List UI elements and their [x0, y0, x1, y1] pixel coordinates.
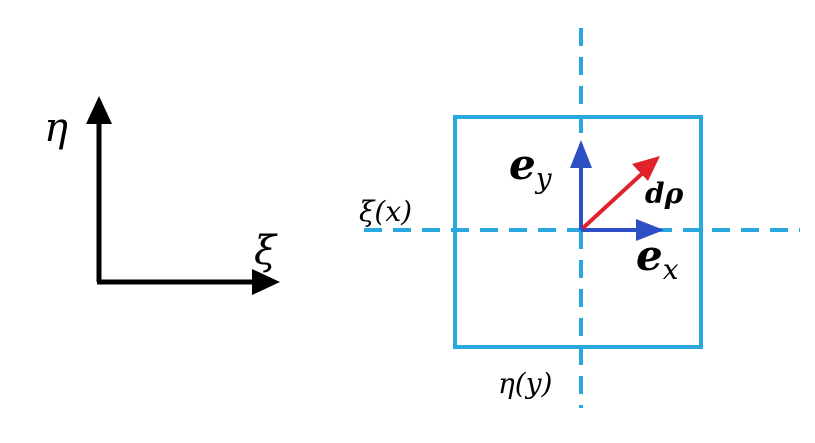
unit-vectors — [570, 140, 664, 241]
xi-axis-label: ξ — [254, 228, 278, 274]
eta-axis-label: η — [44, 105, 68, 151]
drho-vector — [581, 156, 660, 230]
reference-axes: η ξ — [44, 96, 280, 295]
ex-vector-arrowhead — [636, 219, 664, 241]
vector-labels: ey ex dρ — [509, 140, 684, 286]
ex-label-sub: x — [663, 253, 679, 286]
ey-label-main: e — [509, 140, 536, 189]
ey-vector-arrowhead — [570, 140, 592, 168]
drho-label: dρ — [645, 177, 684, 210]
ey-label-sub: y — [534, 162, 553, 195]
xi-line-label: ξ(x) — [359, 195, 412, 228]
eta-axis-arrowhead — [86, 96, 112, 124]
ex-label: ex — [636, 231, 679, 286]
drho-vector-arrowhead — [632, 156, 660, 181]
eta-line-label: η(y) — [498, 367, 552, 400]
xi-axis-arrowhead — [252, 269, 280, 295]
ex-label-main: e — [636, 231, 663, 280]
drho-vector-shaft — [581, 168, 648, 230]
ey-label: ey — [509, 140, 553, 195]
